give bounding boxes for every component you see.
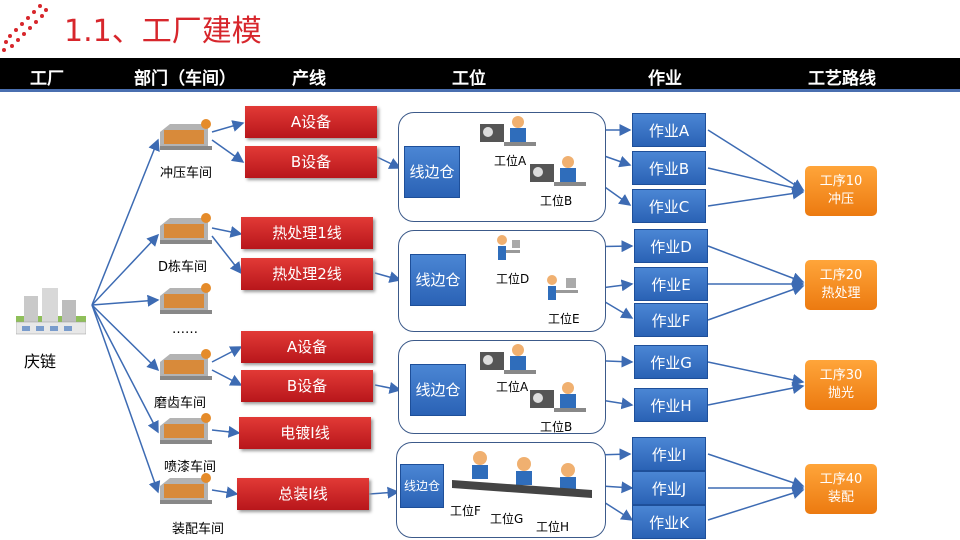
worker-machine-icon	[480, 116, 536, 146]
workshop-label: 喷漆车间	[164, 460, 217, 475]
workshop-icon	[160, 413, 212, 444]
line-side-warehouse: 线边仓	[410, 254, 466, 306]
process-box: 工序30 抛光	[805, 360, 877, 410]
station-label: 工位F	[450, 504, 481, 518]
line-box: B设备	[241, 370, 373, 402]
factory-name: 庆链	[24, 352, 57, 371]
worker-machine-icon	[530, 382, 586, 412]
process-name: 冲压	[827, 192, 854, 207]
header-station: 工位	[452, 69, 486, 89]
workshop-label: 磨齿车间	[154, 396, 207, 411]
column-header-bar: 工厂 部门（车间） 产线 工位 作业 工艺路线	[0, 58, 960, 92]
job-box: 作业F	[634, 303, 708, 337]
workshop-ellipsis: ……	[172, 322, 198, 337]
process-box: 工序10 冲压	[805, 166, 877, 216]
workshop-icon	[160, 283, 212, 314]
station-label: 工位H	[536, 520, 570, 534]
station-label: 工位D	[496, 272, 530, 286]
line-box: B设备	[245, 146, 377, 178]
line-box: A设备	[241, 331, 373, 363]
factory-icon	[16, 288, 86, 335]
station-label: 工位G	[490, 512, 524, 526]
header-line: 产线	[292, 69, 326, 89]
line-box: 电镀Ⅰ线	[239, 417, 371, 449]
job-box: 作业D	[634, 229, 708, 263]
line-box: 总装Ⅰ线	[237, 478, 369, 510]
workshop-icon	[160, 473, 212, 504]
process-name: 抛光	[827, 386, 854, 401]
job-box: 作业B	[632, 151, 706, 185]
process-code: 工序20	[819, 268, 863, 283]
line-box: A设备	[245, 106, 377, 138]
workshop-icon	[160, 119, 212, 150]
station-label: 工位A	[494, 154, 527, 168]
job-box: 作业C	[632, 189, 706, 223]
workshop-label: 装配车间	[172, 522, 225, 537]
brand-logo-dots	[2, 4, 48, 52]
header-process-route: 工艺路线	[808, 69, 876, 89]
worker-machine-icon	[530, 156, 586, 186]
station-label: 工位E	[548, 312, 580, 326]
line-side-warehouse: 线边仓	[400, 464, 444, 508]
job-box: 作业A	[632, 113, 706, 147]
workshop-icon	[160, 213, 212, 244]
workshop-label: D栋车间	[158, 260, 208, 275]
station-label: 工位A	[496, 380, 529, 394]
line-box: 热处理2线	[241, 258, 373, 290]
process-code: 工序10	[819, 174, 863, 189]
process-code: 工序30	[819, 368, 863, 383]
job-box: 作业J	[632, 471, 706, 505]
job-box: 作业I	[632, 437, 706, 471]
process-name: 装配	[827, 490, 854, 505]
worker-desk-icon	[497, 235, 520, 260]
job-box: 作业K	[632, 505, 706, 539]
header-factory: 工厂	[30, 69, 64, 89]
workshop-icon	[160, 349, 212, 380]
job-box: 作业G	[634, 345, 708, 379]
worker-desk-icon	[547, 275, 578, 300]
line-side-warehouse: 线边仓	[410, 364, 466, 416]
job-box: 作业E	[634, 267, 708, 301]
header-department: 部门（车间）	[134, 69, 236, 89]
job-box: 作业H	[634, 388, 708, 422]
station-label: 工位B	[540, 194, 573, 208]
line-side-warehouse: 线边仓	[404, 146, 460, 198]
process-code: 工序40	[819, 472, 863, 487]
worker-machine-icon	[480, 344, 536, 374]
station-label: 工位B	[540, 420, 573, 434]
slide-title: 1.1、工厂建模	[64, 14, 262, 49]
process-box: 工序20 热处理	[805, 260, 877, 310]
process-box: 工序40 装配	[805, 464, 877, 514]
workshop-label: 冲压车间	[160, 166, 213, 181]
header-job: 作业	[648, 69, 682, 89]
line-box: 热处理1线	[241, 217, 373, 249]
process-name: 热处理	[821, 286, 861, 301]
assembly-line-icon	[452, 451, 592, 498]
